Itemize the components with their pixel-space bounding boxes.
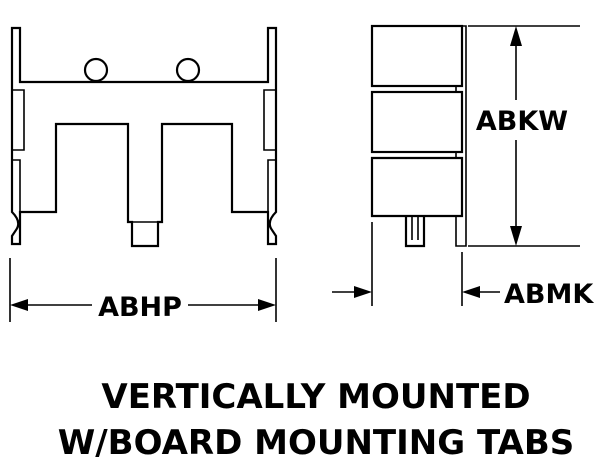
thickness-dimension: ABMK	[332, 222, 594, 310]
fin-block-bottom	[370, 156, 464, 218]
mounting-hole-left	[83, 57, 109, 83]
front-view	[10, 26, 278, 248]
thickness-arrowhead-left	[354, 286, 372, 298]
fin-block-top	[370, 24, 464, 88]
width-dimension: ABHP	[9, 258, 277, 323]
height-arrowhead-top	[510, 26, 522, 46]
thickness-label: ABMK	[504, 279, 594, 310]
side-view-spine	[455, 25, 467, 247]
fin-block-middle	[370, 90, 464, 154]
side-view-tab-inner	[411, 216, 419, 240]
width-arrowhead-left	[10, 299, 28, 311]
height-label: ABKW	[476, 106, 568, 137]
height-arrowhead-bottom	[510, 226, 522, 246]
caption-line-2: W/BOARD MOUNTING TABS	[58, 423, 575, 463]
mounting-hole-right	[175, 57, 201, 83]
caption-line-1: VERTICALLY MOUNTED	[101, 377, 530, 417]
side-view-tab	[404, 216, 426, 248]
front-view-top-flange	[19, 28, 269, 82]
right-fin-cutouts	[263, 89, 276, 212]
left-fin-cutouts	[12, 89, 25, 212]
thickness-arrowhead-right	[462, 286, 480, 298]
front-view-outline	[10, 26, 278, 248]
width-arrowhead-right	[258, 299, 276, 311]
height-dimension: ABKW	[468, 25, 580, 247]
width-label: ABHP	[98, 292, 182, 323]
side-view	[370, 24, 467, 248]
caption: VERTICALLY MOUNTED W/BOARD MOUNTING TABS	[58, 377, 575, 463]
